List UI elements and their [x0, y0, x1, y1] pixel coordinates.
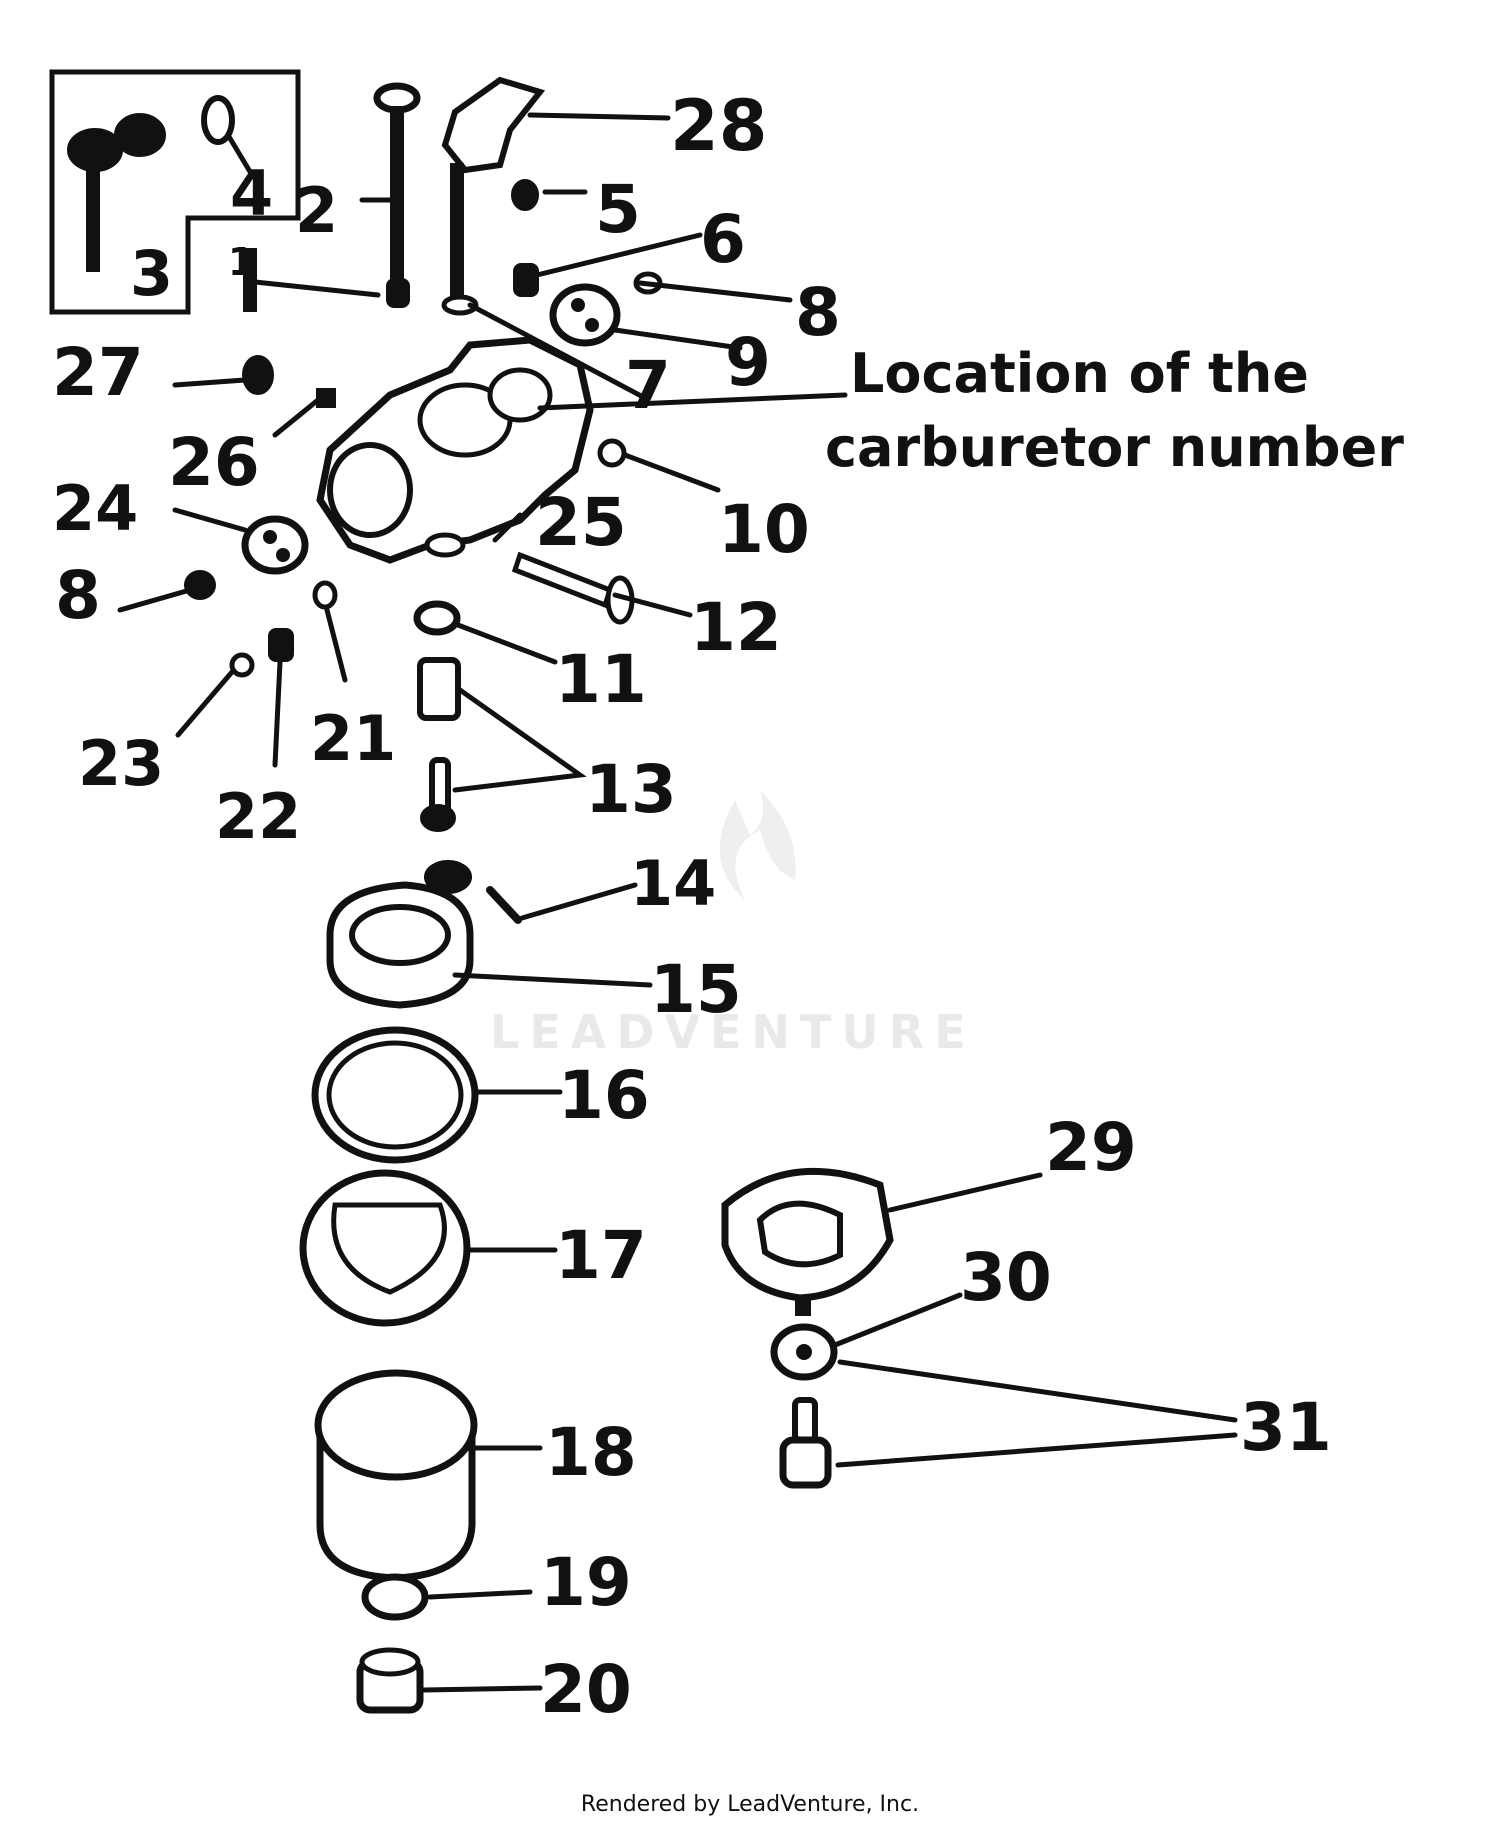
- part-12-float-shaft: [511, 551, 635, 625]
- part-29-air-cleaner-part: [721, 1167, 894, 1316]
- callout-17: 17: [555, 1217, 647, 1294]
- part-6-choke-valve: [513, 263, 539, 297]
- part-18-float-bowl: [314, 1369, 478, 1582]
- part-17-baffle: [299, 1169, 471, 1327]
- carburetor-number-note: Location of the carburetor number: [825, 342, 1404, 479]
- part-8-screw-bottom: [184, 570, 216, 600]
- callout-9: 9: [725, 324, 771, 401]
- flame-logo-icon: [719, 790, 796, 900]
- render-credit: Rendered by LeadVenture, Inc.: [580, 1792, 920, 1817]
- part-11-seat: [413, 600, 461, 636]
- part-9-plate: [549, 283, 621, 347]
- part-22-needle: [268, 628, 294, 662]
- note-line-2: carburetor number: [825, 416, 1404, 479]
- inset-box: [49, 69, 301, 315]
- callout-3: 3: [130, 237, 173, 310]
- part-21-spring: [312, 580, 338, 610]
- callout-23: 23: [78, 727, 164, 800]
- carburetor-body: [316, 336, 627, 564]
- part-20-bowl-nut: [356, 1647, 424, 1714]
- part-19-washer: [361, 1573, 429, 1621]
- part-27-screw: [242, 355, 274, 395]
- callout-11: 11: [555, 641, 647, 718]
- callout-2: 2: [295, 174, 338, 247]
- callout-26: 26: [168, 424, 260, 501]
- part-31-screw: [779, 1397, 832, 1489]
- callout-8-bottom: 8: [55, 557, 101, 634]
- callout-25: 25: [535, 484, 627, 561]
- callout-21: 21: [310, 702, 396, 775]
- note-line-1: Location of the: [850, 342, 1309, 405]
- callout-labels: 1 2 3 4 5 6 7 8 8 9 10 11 12 13 14 15 16…: [52, 85, 1332, 1728]
- callout-5: 5: [595, 171, 641, 248]
- callout-13: 13: [585, 751, 677, 828]
- callout-31: 31: [1240, 1389, 1332, 1466]
- callout-20: 20: [540, 1651, 632, 1728]
- callout-6: 6: [700, 201, 746, 278]
- callout-19: 19: [540, 1544, 632, 1621]
- callout-4: 4: [230, 157, 273, 230]
- leader-lines: [117, 112, 1238, 1693]
- callout-7: 7: [625, 347, 671, 424]
- callout-18: 18: [545, 1414, 637, 1491]
- part-5-screw: [511, 179, 539, 211]
- callout-14: 14: [630, 847, 716, 920]
- callout-16: 16: [558, 1057, 650, 1134]
- part-26-spring: [316, 388, 336, 408]
- part-28-choke-lever: [441, 76, 546, 316]
- callout-28: 28: [670, 85, 767, 167]
- part-13-needle-valve: [417, 657, 461, 832]
- callout-12: 12: [690, 589, 782, 666]
- leadventure-watermark: LEADVENTURE: [490, 790, 976, 1059]
- part-16-gasket: [311, 1026, 479, 1164]
- part-30-washer: [770, 1323, 838, 1381]
- part-4-screws: [67, 95, 235, 272]
- callout-30: 30: [960, 1239, 1052, 1316]
- watermark-text: LEADVENTURE: [490, 1005, 976, 1059]
- part-14-float-pin: [424, 860, 522, 924]
- callout-22: 22: [215, 780, 301, 853]
- callout-10: 10: [718, 491, 810, 568]
- callout-15: 15: [650, 951, 742, 1028]
- part-23-ring: [229, 652, 255, 678]
- callout-8-top: 8: [795, 274, 841, 351]
- part-15-float: [326, 881, 474, 1009]
- part-24-plug: [241, 515, 309, 575]
- callout-29: 29: [1045, 1109, 1137, 1186]
- callout-1: 1: [228, 240, 254, 284]
- callout-27: 27: [52, 334, 144, 411]
- callout-24: 24: [52, 472, 138, 545]
- part-2-throttle-shaft: [373, 82, 421, 308]
